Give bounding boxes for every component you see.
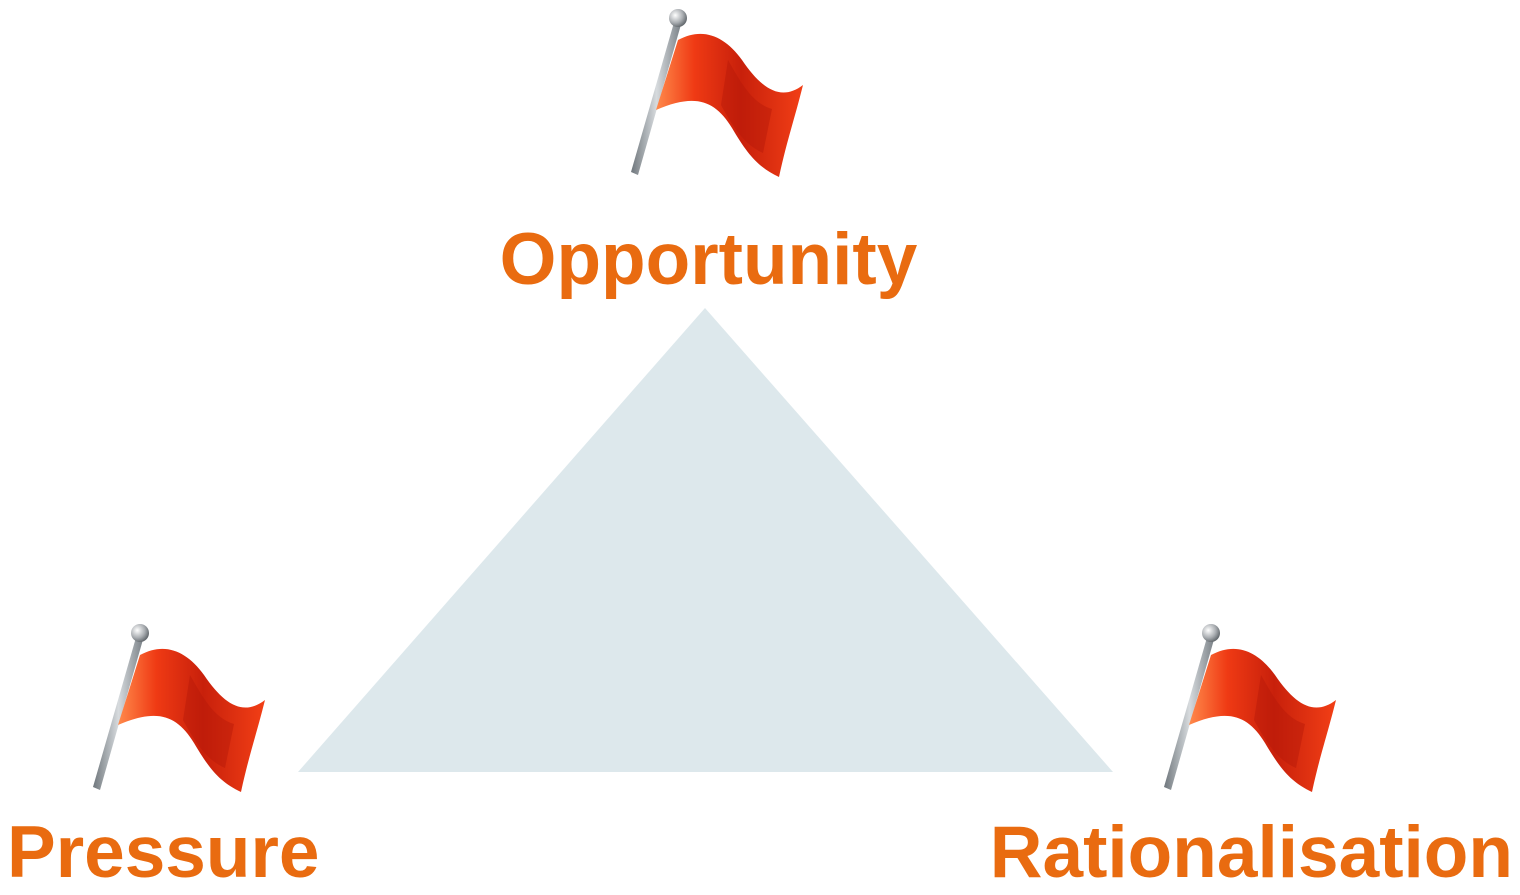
flag-cloth [1189, 648, 1336, 792]
flag-shadow [1254, 675, 1305, 768]
triangle-shape [298, 308, 1113, 772]
opportunity-label: Opportunity [499, 219, 918, 300]
flag-knob [669, 9, 687, 27]
flag-pole [1164, 634, 1215, 790]
flag-cloth [656, 33, 803, 178]
rationalisation-flag-icon [1164, 624, 1336, 792]
flag-knob [1202, 624, 1220, 642]
flag-pole [93, 634, 144, 790]
pressure-flag-icon [93, 624, 265, 792]
flag-pole [631, 19, 682, 175]
rationalisation-label: Rationalisation [989, 812, 1513, 893]
flag-shadow [183, 675, 234, 768]
flag-knob [131, 624, 149, 642]
opportunity-flag-icon [631, 9, 803, 178]
flag-cloth [118, 648, 265, 792]
flag-shadow [721, 60, 772, 153]
pressure-label: Pressure [7, 812, 320, 893]
